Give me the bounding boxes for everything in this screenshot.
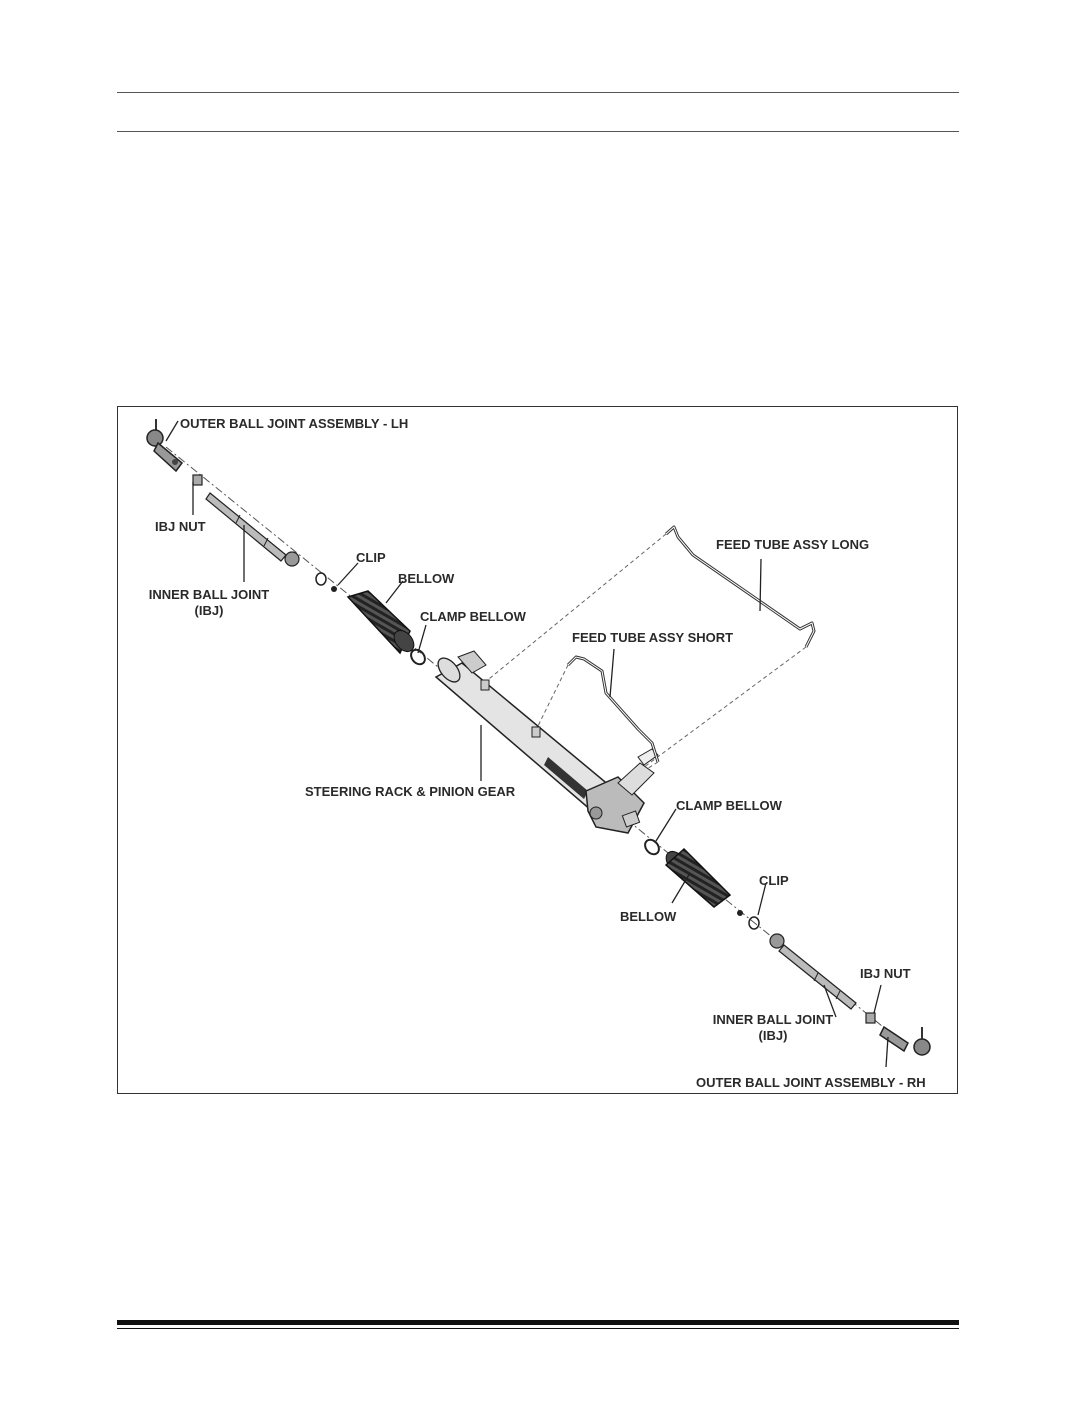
clip-rh	[748, 916, 760, 930]
label-bellow-lh: BELLOW	[398, 571, 455, 586]
ibj-nut-rh	[865, 1012, 876, 1024]
label-clamp-bellow-rh: CLAMP BELLOW	[676, 798, 782, 813]
label-clip-rh: CLIP	[759, 873, 789, 888]
steering-rack-body	[434, 650, 659, 834]
label-feed-tube-short: FEED TUBE ASSY SHORT	[572, 630, 734, 645]
label-ibj-nut-rh: IBJ NUT	[860, 966, 911, 981]
label-inner-ball-joint-rh-line1: INNER BALL JOINT	[712, 1012, 834, 1027]
inner-ball-joint-rh	[769, 933, 857, 1010]
ibj-nut-lh	[192, 474, 203, 486]
leader-lines	[165, 420, 889, 1068]
feed-tube-short	[566, 655, 660, 763]
label-inner-ball-joint-lh-line1: INNER BALL JOINT	[148, 587, 270, 602]
footer-rule-thick	[117, 1320, 959, 1325]
label-steering-rack: STEERING RACK & PINION GEAR	[305, 784, 516, 799]
label-inner-ball-joint-lh: INNER BALL JOINT (IBJ)	[144, 587, 274, 619]
label-ibj-nut-lh: IBJ NUT	[155, 519, 206, 534]
label-outer-ball-joint-rh: OUTER BALL JOINT ASSEMBLY - RH	[696, 1075, 926, 1090]
header-rule-second	[117, 131, 959, 132]
clamp-bellow-rh	[644, 838, 660, 856]
label-inner-ball-joint-lh-line2: (IBJ)	[194, 603, 224, 618]
clip-lh	[315, 572, 327, 586]
outer-ball-joint-lh	[146, 419, 184, 473]
exploded-view-drawing	[146, 419, 931, 1068]
label-bellow-rh: BELLOW	[620, 909, 677, 924]
header-rule-top	[117, 92, 959, 93]
footer-rule-thin	[117, 1328, 959, 1329]
clamp-bellow-lh	[410, 648, 426, 666]
inner-ball-joint-lh	[205, 492, 300, 567]
steering-rack-diagram: OUTER BALL JOINT ASSEMBLY - LH IBJ NUT I…	[117, 406, 958, 1094]
label-clip-lh: CLIP	[356, 550, 386, 565]
label-outer-ball-joint-lh: OUTER BALL JOINT ASSEMBLY - LH	[180, 416, 409, 431]
label-feed-tube-long: FEED TUBE ASSY LONG	[716, 537, 870, 552]
bellow-rh	[664, 847, 732, 908]
outer-ball-joint-rh	[879, 1025, 931, 1056]
label-inner-ball-joint-rh: INNER BALL JOINT (IBJ)	[708, 1012, 838, 1044]
label-inner-ball-joint-rh-line2: (IBJ)	[758, 1028, 788, 1043]
bellow-lh	[346, 590, 415, 655]
label-clamp-bellow-lh: CLAMP BELLOW	[420, 609, 526, 624]
